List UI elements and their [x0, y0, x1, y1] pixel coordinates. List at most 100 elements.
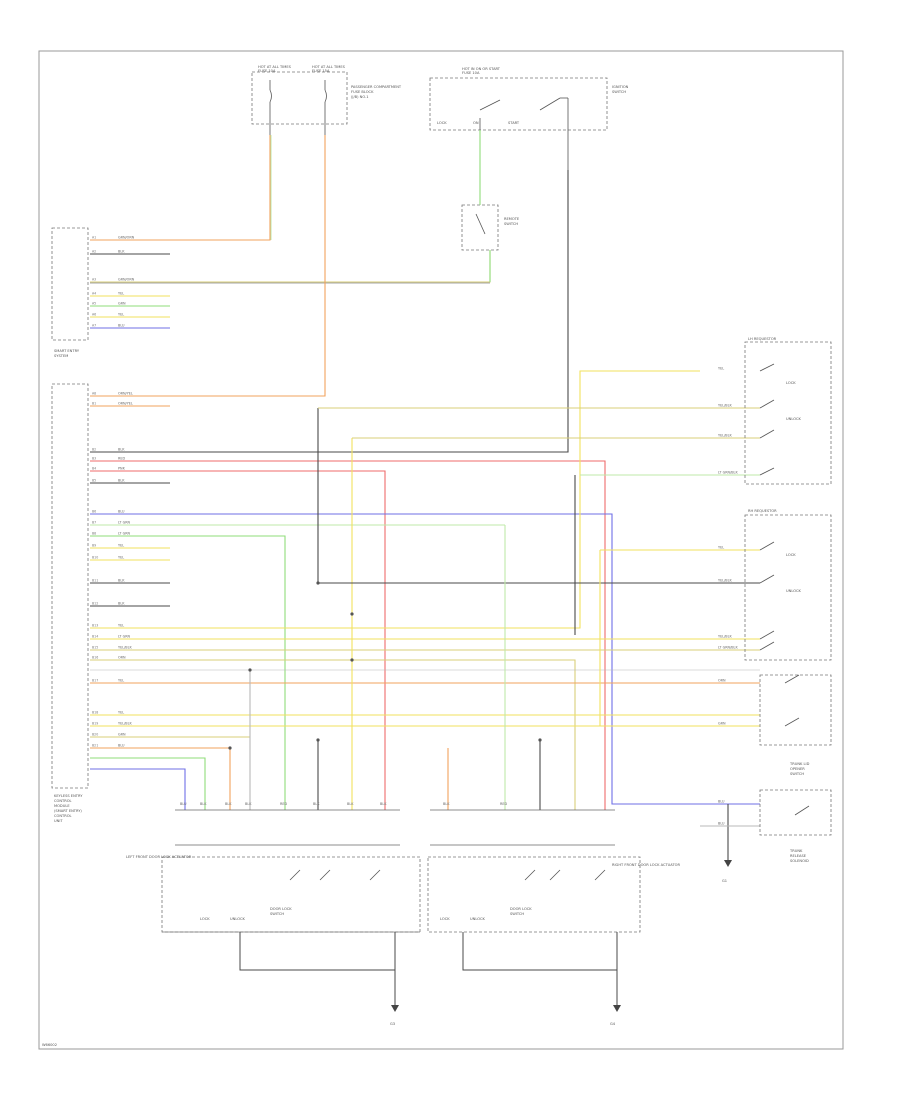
wire-color-label: YEL	[118, 556, 124, 560]
left-unlock: UNLOCK	[230, 917, 246, 921]
fuse-right-label-2: FUSE 15A	[312, 69, 330, 73]
wire-color-label: YEL	[118, 313, 124, 317]
pin-label: B7	[92, 521, 96, 525]
rh-unlock-label: UNLOCK	[786, 589, 802, 593]
ground-icon	[613, 1005, 621, 1012]
pin-label: B17	[92, 679, 98, 683]
pin-label: A3	[92, 278, 96, 282]
trunk-release-3: SOLENOID	[790, 859, 809, 863]
pin-label: A7	[92, 324, 96, 328]
left-pin-labels: A1A2A3A4A5A6A7A8B1B2B3B4B5B6B7B8B9B10B11…	[92, 236, 98, 748]
left-wire-labels: GRN/ORNBLKGRN/ORNYELGRNYELBLUORN/YELORN/…	[118, 236, 135, 748]
trunk-release-2: RELEASE	[790, 854, 807, 858]
wire-color-label: BLK	[118, 602, 125, 606]
rh-requestor-label: RH REQUESTOR	[748, 509, 777, 513]
wire-color-label: GRN	[718, 722, 726, 726]
junction-dots	[228, 581, 542, 750]
connector-wire-label: BLU	[180, 802, 187, 806]
pin-label: B13	[92, 624, 98, 628]
ground-symbols	[391, 860, 732, 1012]
connector-wire-label: BLK	[245, 802, 252, 806]
wire-color-label: YEL	[118, 544, 124, 548]
keyless-entry-module: KEYLESS ENTRY CONTROL MODULE (SMART ENTR…	[51, 383, 89, 823]
connector-wire-label: BLK	[380, 802, 387, 806]
connector-wire-label: BLK	[347, 802, 354, 806]
ground-label-g4: G4	[610, 1022, 616, 1026]
pin-label: A4	[92, 292, 96, 296]
wire-color-label: GRN	[118, 302, 126, 306]
wire-color-label: YEL/BLK	[718, 404, 732, 408]
rh-lock-label: LOCK	[786, 553, 796, 557]
diagram-id: W66002	[42, 1043, 57, 1047]
keyless-label-5: CONTROL	[54, 814, 72, 818]
wire-color-label: YEL	[118, 292, 124, 296]
wire-color-label: BLU	[118, 510, 125, 514]
wire-color-label: BLU	[118, 744, 125, 748]
pin-label: B8	[92, 532, 96, 536]
wire-color-label: BLK	[118, 448, 125, 452]
pin-label: B19	[92, 722, 98, 726]
wire-color-label: YEL/BLK	[718, 434, 732, 438]
fuse-block-label-2: FUSE BLOCK	[351, 90, 374, 94]
wire-color-label: YEL/BLK	[718, 579, 732, 583]
pin-label: B10	[92, 556, 98, 560]
ground-label-g1: G1	[722, 879, 727, 883]
right-unlock: UNLOCK	[470, 917, 486, 921]
pin-label: B2	[92, 448, 96, 452]
pin-label: B6	[92, 510, 96, 514]
right-door-lock-switch-1: DOOR LOCK	[510, 907, 532, 911]
trunk-box: TRUNK LID OPENER SWITCH TRUNK RELEASE SO…	[759, 762, 832, 863]
pin-label: B18	[92, 711, 98, 715]
wire-color-label: BLU	[718, 822, 725, 826]
wire-color-label: BLK	[118, 579, 125, 583]
smart-entry-module: SMART ENTRY SYSTEM	[51, 227, 89, 358]
connector-wire-label: RED	[500, 802, 507, 806]
wire-color-label: LT GRN/BLK	[718, 646, 738, 650]
connector-pins	[175, 809, 615, 846]
pin-label: B21	[92, 744, 98, 748]
lh-requestor-label: LH REQUESTOR	[748, 337, 777, 341]
wire-color-label: YEL	[118, 679, 124, 683]
left-door-actuator: LEFT FRONT DOOR LOCK ACTUATOR LOCK UNLOC…	[126, 855, 421, 1026]
remote-switch: REMOTE SWITCH	[461, 204, 520, 251]
wire-color-label: RED	[118, 457, 125, 461]
fuse-block: HOT AT ALL TIMES FUSE 10A HOT AT ALL TIM…	[251, 65, 402, 135]
left-actuator-label: LEFT FRONT DOOR LOCK ACTUATOR	[126, 855, 192, 859]
wire-color-label: ORN	[718, 679, 726, 683]
wire-color-label: BLU	[718, 800, 725, 804]
wire-color-label: GRN	[118, 733, 126, 737]
fuse-right-label-1: HOT AT ALL TIMES	[312, 65, 346, 69]
pin-label: B5	[92, 479, 96, 483]
ignition-switch-label-2: SWITCH	[612, 90, 626, 94]
lh-lock-label: LOCK	[786, 381, 796, 385]
ignition-box-label-1: HOT IN ON OR START	[462, 67, 501, 71]
pin-label: B15	[92, 646, 98, 650]
pin-label: B14	[92, 635, 98, 639]
pin-label: B11	[92, 579, 98, 583]
keyless-label-4: (SMART ENTRY)	[54, 809, 82, 813]
trunk-release-1: TRUNK	[789, 849, 803, 853]
door-key-box	[759, 674, 832, 746]
fuse-block-label-1: PASSENGER COMPARTMENT	[351, 85, 402, 89]
lh-requestor-box: LH REQUESTOR LOCK UNLOCK	[744, 337, 832, 485]
ground-icon	[724, 860, 732, 867]
wire-color-label: BLK	[118, 479, 125, 483]
ignition-pos-lock: LOCK	[437, 121, 447, 125]
pin-label: B20	[92, 733, 98, 737]
fuse-left-symbol	[269, 89, 272, 103]
pin-label: A2	[92, 250, 96, 254]
wire-color-label: BLK	[118, 250, 125, 254]
diagram-frame	[38, 50, 844, 1050]
wire-color-label: YEL	[118, 711, 124, 715]
ignition-pos-start: START	[508, 121, 520, 125]
pin-label: B16	[92, 656, 98, 660]
connector-wire-label: BLK	[200, 802, 207, 806]
fuse-block-label-3: (J/B) NO.1	[351, 95, 368, 99]
connector-wire-label: BLK	[443, 802, 450, 806]
keyless-label-6: UNIT	[54, 819, 63, 823]
wire-color-label: ORN/YEL	[118, 402, 133, 406]
ignition-box-label-2: FUSE 10A	[462, 71, 480, 75]
